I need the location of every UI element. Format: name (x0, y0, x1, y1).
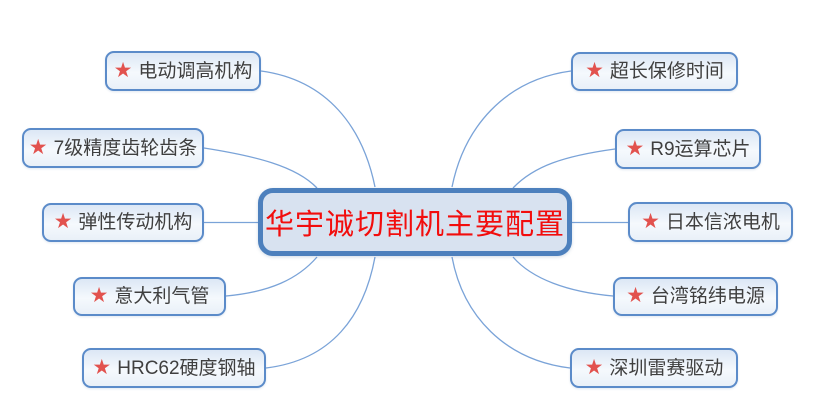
branch-node-left-2[interactable]: ★ 7级精度齿轮齿条 (22, 128, 204, 168)
branch-label: 弹性传动机构 (78, 212, 193, 233)
branch-label: R9运算芯片 (650, 138, 751, 160)
branch-node-right-1[interactable]: ★ 超长保修时间 (571, 52, 738, 91)
branch-node-right-4[interactable]: ★ 台湾铭纬电源 (613, 277, 778, 316)
center-topic-label: 华宇诚切割机主要配置 (264, 207, 565, 241)
star-icon: ★ (53, 210, 73, 233)
star-icon: ★ (585, 59, 604, 82)
branch-node-left-5[interactable]: ★ HRC62硬度钢轴 (82, 348, 266, 388)
branch-node-right-5[interactable]: ★ 深圳雷赛驱动 (570, 348, 738, 388)
branch-label: 日本信浓电机 (665, 211, 780, 233)
star-icon: ★ (28, 135, 48, 159)
branch-node-left-3[interactable]: ★ 弹性传动机构 (42, 203, 204, 242)
connector-left-5 (265, 256, 376, 369)
connector-left-1 (260, 70, 376, 188)
star-icon: ★ (626, 284, 645, 307)
connector-left-2 (203, 147, 318, 189)
branch-label: 深圳雷赛驱动 (609, 357, 724, 379)
connector-right-4 (512, 256, 614, 297)
star-icon: ★ (89, 284, 109, 307)
star-icon: ★ (92, 355, 112, 379)
connector-right-1 (451, 70, 572, 188)
star-icon: ★ (625, 136, 645, 160)
branch-node-right-3[interactable]: ★ 日本信浓电机 (628, 202, 793, 242)
branch-node-left-1[interactable]: ★ 电动调高机构 (105, 51, 261, 91)
star-icon: ★ (113, 58, 133, 82)
connector-right-2 (512, 148, 616, 189)
branch-label: HRC62硬度钢轴 (117, 357, 256, 379)
branch-node-left-4[interactable]: ★ 意大利气管 (73, 277, 226, 316)
branch-label: 台湾铭纬电源 (650, 286, 765, 307)
connector-left-4 (225, 256, 318, 297)
branch-label: 超长保修时间 (609, 61, 724, 82)
star-icon: ★ (641, 209, 660, 233)
star-icon: ★ (584, 355, 604, 379)
connector-right-5 (451, 256, 571, 369)
center-topic-node[interactable]: 华宇诚切割机主要配置 (258, 188, 572, 256)
branch-label: 电动调高机构 (138, 60, 253, 82)
branch-label: 意大利气管 (114, 286, 210, 307)
branch-label: 7级精度齿轮齿条 (53, 137, 198, 159)
branch-node-right-2[interactable]: ★ R9运算芯片 (615, 129, 761, 169)
